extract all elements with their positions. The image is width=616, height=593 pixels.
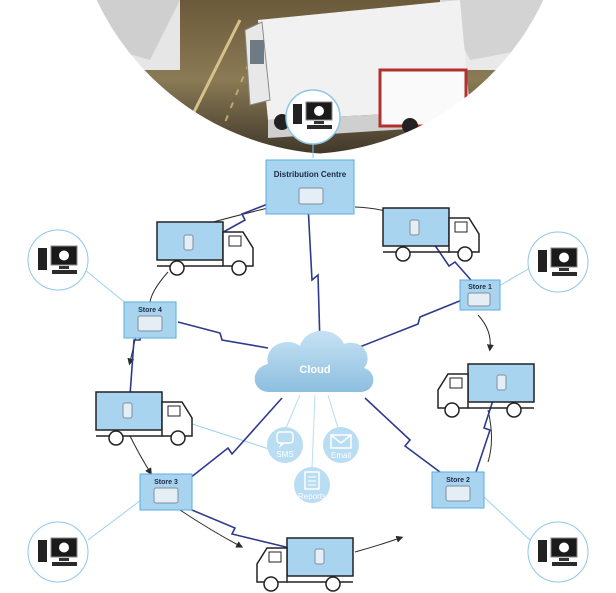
store-1-label: Store 1 — [468, 284, 492, 291]
terminal-badge-right-top — [527, 231, 589, 293]
truck-icon — [382, 207, 480, 262]
truck-icon — [256, 537, 354, 592]
distribution-centre-label: Distribution Centre — [274, 170, 347, 179]
cloud-node: Cloud — [254, 330, 374, 392]
sms-label: SMS — [276, 450, 293, 459]
sensor-device-icon — [298, 187, 324, 205]
truck-icon — [437, 363, 535, 418]
store-1-node: Store 1 — [459, 279, 501, 311]
sensor-device-icon — [153, 487, 179, 504]
terminal-badge-left-top — [27, 229, 89, 291]
reports-label: Reports — [298, 492, 326, 501]
store-3-node: Store 3 — [139, 473, 193, 511]
terminal-badge-top — [285, 89, 341, 158]
store-2-label: Store 2 — [446, 477, 470, 484]
sensor-device-icon — [137, 315, 163, 332]
computer-icon — [538, 537, 578, 566]
terminal-badge-right-bottom — [527, 521, 589, 583]
email-badge: Email — [323, 427, 359, 463]
computer-icon — [38, 537, 78, 566]
cloud-label: Cloud — [299, 364, 330, 376]
terminal-badge-left-bottom — [27, 521, 89, 583]
reports-badge: Reports — [294, 467, 330, 503]
store-4-label: Store 4 — [138, 307, 162, 314]
truck-icon — [95, 391, 193, 446]
store-4-node: Store 4 — [123, 301, 177, 339]
sensor-device-icon — [445, 485, 471, 502]
store-3-label: Store 3 — [154, 479, 178, 486]
report-icon — [304, 471, 320, 490]
truck-icon — [156, 221, 254, 276]
service-connectors — [285, 394, 339, 469]
sensor-device-icon — [467, 292, 491, 307]
sms-badge: SMS — [267, 427, 303, 463]
terminal-links — [84, 267, 531, 541]
email-label: Email — [331, 451, 351, 460]
envelope-icon — [330, 434, 352, 449]
computer-icon — [38, 245, 78, 274]
computer-icon — [538, 247, 578, 276]
store-2-node: Store 2 — [431, 471, 485, 509]
distribution-centre-node: Distribution Centre — [265, 159, 355, 215]
